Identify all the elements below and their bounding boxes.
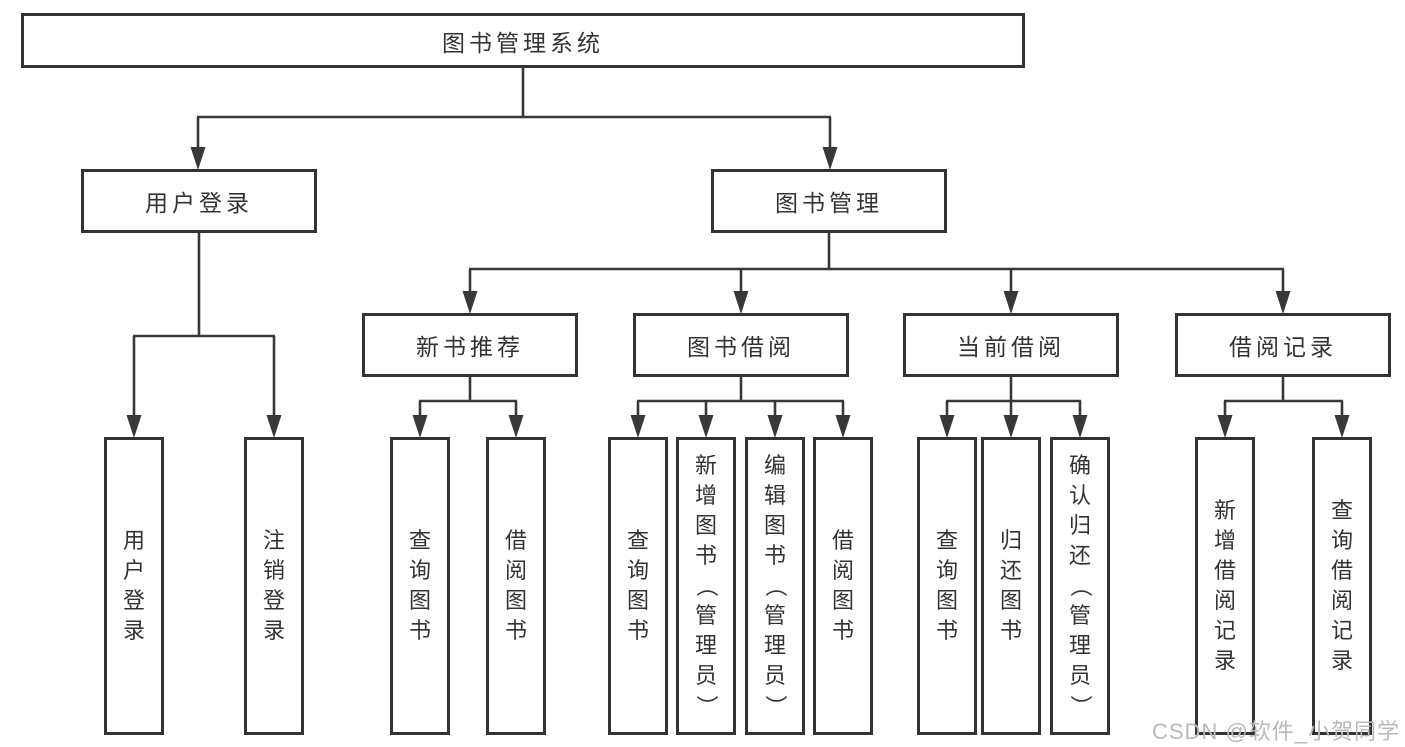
node-book-borrowing-label: 图书借阅 <box>687 334 795 360</box>
leaf-logout: 注销登录 <box>244 437 304 735</box>
node-new-book-recommendation: 新书推荐 <box>362 313 578 377</box>
leaf-current-query-books: 查询图书 <box>917 437 977 735</box>
leaf-records-query-borrow-record-label: 查询借阅记录 <box>1330 498 1353 673</box>
leaf-current-return-books: 归还图书 <box>981 437 1041 735</box>
node-book-management-label: 图书管理 <box>775 190 883 216</box>
leaf-current-return-books-label: 归还图书 <box>999 528 1022 643</box>
leaf-logout-label: 注销登录 <box>262 528 285 643</box>
leaf-records-query-borrow-record: 查询借阅记录 <box>1312 437 1372 735</box>
leaf-current-confirm-return-admin: 确认归还（管理员） <box>1050 437 1110 735</box>
node-borrowing-records-label: 借阅记录 <box>1229 334 1337 360</box>
leaf-borrowing-edit-books-admin: 编辑图书（管理员） <box>745 437 805 735</box>
leaf-newbook-query-books: 查询图书 <box>390 437 450 735</box>
csdn-watermark: CSDN @软件_小贺同学 <box>1152 719 1401 744</box>
node-user-login-label: 用户登录 <box>145 190 253 216</box>
node-book-borrowing: 图书借阅 <box>633 313 849 377</box>
node-borrowing-records: 借阅记录 <box>1175 313 1391 377</box>
leaf-current-confirm-return-admin-label: 确认归还（管理员） <box>1067 453 1093 718</box>
leaf-current-query-books-label: 查询图书 <box>935 528 958 643</box>
leaf-borrowing-query-books-label: 查询图书 <box>626 528 649 643</box>
node-library-management-system: 图书管理系统 <box>21 13 1025 68</box>
node-book-management: 图书管理 <box>711 169 947 233</box>
leaf-newbook-query-books-label: 查询图书 <box>408 528 431 643</box>
node-current-borrowing-label: 当前借阅 <box>957 334 1065 360</box>
leaf-borrowing-add-books-admin: 新增图书（管理员） <box>676 437 736 735</box>
leaf-newbook-borrow-books-label: 借阅图书 <box>504 528 527 643</box>
leaf-newbook-borrow-books: 借阅图书 <box>486 437 546 735</box>
leaf-records-add-borrow-record: 新增借阅记录 <box>1195 437 1255 735</box>
leaf-borrowing-borrow-books: 借阅图书 <box>813 437 873 735</box>
node-library-management-system-label: 图书管理系统 <box>442 29 604 56</box>
node-user-login: 用户登录 <box>81 169 317 233</box>
node-current-borrowing: 当前借阅 <box>903 313 1119 377</box>
leaf-borrowing-borrow-books-label: 借阅图书 <box>831 528 854 643</box>
leaf-borrowing-add-books-admin-label: 新增图书（管理员） <box>693 453 719 718</box>
leaf-user-login-label: 用户登录 <box>122 528 145 643</box>
leaf-borrowing-edit-books-admin-label: 编辑图书（管理员） <box>762 453 788 718</box>
leaf-borrowing-query-books: 查询图书 <box>608 437 668 735</box>
leaf-records-add-borrow-record-label: 新增借阅记录 <box>1213 498 1236 673</box>
leaf-user-login: 用户登录 <box>104 437 164 735</box>
node-new-book-recommendation-label: 新书推荐 <box>416 334 524 360</box>
